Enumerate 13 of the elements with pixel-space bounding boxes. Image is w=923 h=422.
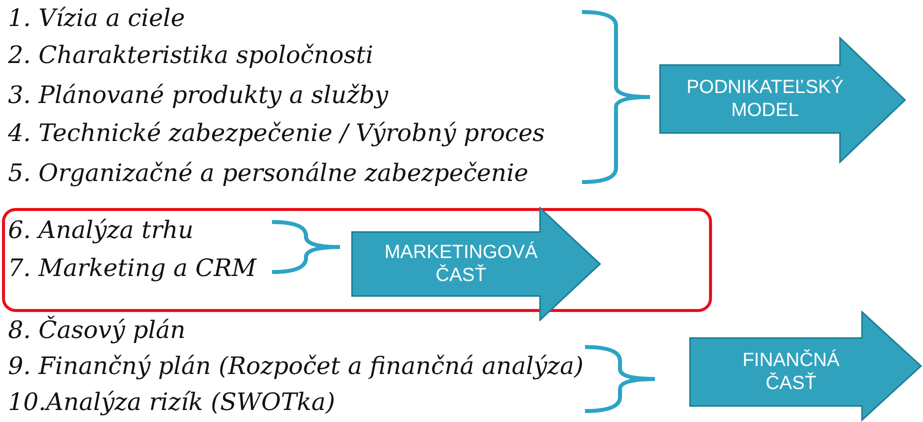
list-item: 4. Technické zabezpečenie / Výrobný proces bbox=[8, 118, 545, 148]
list-item: 10.Analýza rizík (SWOTka) bbox=[8, 387, 336, 417]
list-item: 8. Časový plán bbox=[8, 315, 186, 345]
list-item: 9. Finančný plán (Rozpočet a finančná analýza) bbox=[8, 351, 584, 381]
arrow-label: FINANČNÁ ČASŤ bbox=[741, 348, 841, 396]
arrow-label: MARKETINGOVÁ ČASŤ bbox=[383, 240, 539, 288]
list-item: 5. Organizačné a personálne zabezpečenie bbox=[8, 158, 528, 188]
arrow-label: PODNIKATEĽSKÝ MODEL bbox=[686, 76, 844, 123]
list-item: 3. Plánované produkty a služby bbox=[8, 80, 388, 110]
list-item: 2. Charakteristika spoločnosti bbox=[8, 40, 374, 70]
list-item: 7. Marketing a CRM bbox=[8, 253, 256, 283]
list-item: 1. Vízia a ciele bbox=[8, 3, 185, 33]
list-item: 6. Analýza trhu bbox=[8, 215, 194, 245]
